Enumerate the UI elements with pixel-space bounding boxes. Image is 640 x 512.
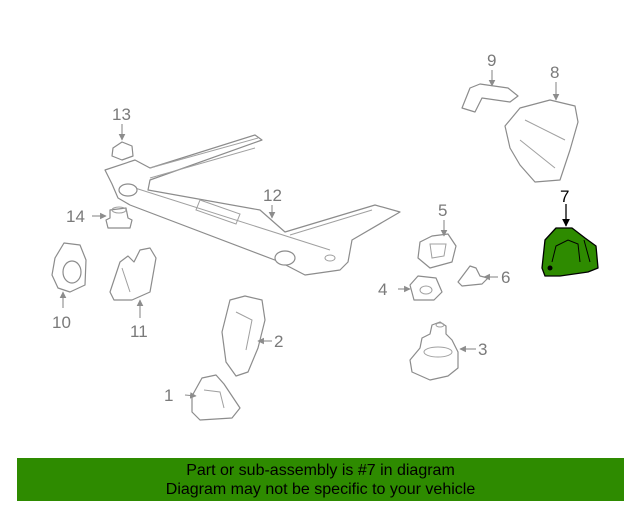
banner-line-1: Part or sub-assembly is #7 in diagram bbox=[186, 461, 455, 479]
banner-line-2: Diagram may not be specific to your vehi… bbox=[165, 480, 476, 498]
callout-8: 8 bbox=[550, 63, 559, 82]
callout-11: 11 bbox=[130, 322, 148, 341]
callout-10: 10 bbox=[52, 313, 71, 332]
part-8-bracket bbox=[504, 99, 579, 183]
callout-6: 6 bbox=[501, 268, 510, 287]
part-1-mount bbox=[191, 374, 241, 421]
callout-2: 2 bbox=[274, 332, 283, 351]
part-info-banner: Part or sub-assembly is #7 in diagram Di… bbox=[17, 458, 624, 501]
callout-12: 12 bbox=[263, 186, 282, 205]
callout-4: 4 bbox=[378, 280, 387, 299]
part-4-mount bbox=[409, 275, 443, 301]
part-13-nut bbox=[111, 141, 134, 161]
part-12-subframe bbox=[104, 134, 401, 276]
part-3-mount bbox=[409, 321, 459, 381]
leader-lines bbox=[59, 70, 570, 399]
part-7-mount-highlighted[interactable] bbox=[541, 227, 599, 277]
callout-1: 1 bbox=[164, 386, 173, 405]
callout-13: 13 bbox=[112, 105, 131, 124]
part-11-bracket bbox=[109, 247, 157, 301]
callout-7[interactable]: 7 bbox=[560, 187, 569, 206]
part-6-bracket bbox=[457, 265, 489, 287]
callout-14: 14 bbox=[66, 207, 85, 226]
part-14-bushing bbox=[105, 206, 133, 229]
part-9-bracket bbox=[461, 83, 519, 113]
part-10-mount bbox=[51, 242, 87, 293]
part-5-mount bbox=[417, 233, 457, 269]
callout-3: 3 bbox=[478, 340, 487, 359]
callout-5: 5 bbox=[438, 201, 447, 220]
callout-labels: 1 2 3 4 5 6 7 8 9 10 11 12 13 14 bbox=[52, 51, 569, 405]
callout-9: 9 bbox=[487, 51, 496, 70]
part-2-bracket bbox=[221, 295, 266, 377]
